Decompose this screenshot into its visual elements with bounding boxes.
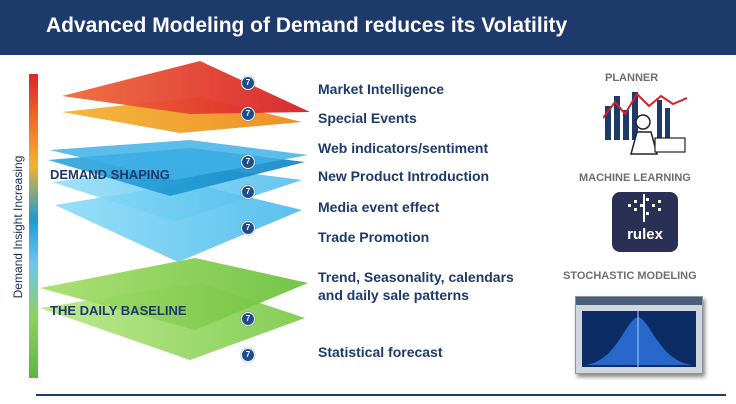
badge-icon: 7 (241, 312, 255, 326)
machine-learning-label: MACHINE LEARNING (579, 172, 691, 184)
rulex-logo: rulex (612, 192, 678, 252)
rulex-logo-text: rulex (627, 226, 663, 243)
rulex-pattern-icon (628, 194, 661, 222)
layer-trend (40, 258, 308, 330)
factor-new-product: New Product Introduction (318, 168, 490, 184)
factor-statistical-forecast: Statistical forecast (318, 344, 443, 360)
factor-trade-promotion: Trade Promotion (318, 229, 430, 245)
page-title: Advanced Modeling of Demand reduces its … (46, 14, 568, 37)
stochastic-modeling-label: STOCHASTIC MODELING (563, 270, 697, 282)
badge-icon: 7 (241, 76, 255, 90)
factor-trend-seasonality: Trend, Seasonality, calendars and daily … (318, 269, 514, 303)
planner-illustration-icon (603, 92, 688, 155)
section-daily-baseline: THE DAILY BASELINE (50, 303, 187, 318)
header-banner: Advanced Modeling of Demand reduces its … (0, 0, 736, 55)
factor-web-indicators: Web indicators/sentiment (318, 140, 489, 156)
stochastic-chart-thumbnail (575, 296, 703, 374)
section-demand-shaping: DEMAND SHAPING (50, 167, 170, 182)
badge-icon: 7 (241, 155, 255, 169)
badge-icon: 7 (241, 221, 255, 235)
factor-market-intelligence: Market Intelligence (318, 81, 445, 97)
badge-icon: 7 (241, 185, 255, 199)
factor-special-events: Special Events (318, 110, 417, 126)
badge-icon: 7 (241, 107, 255, 121)
badge-icon: 7 (241, 348, 255, 362)
planner-label: PLANNER (605, 72, 659, 84)
layer-web-indicators (50, 140, 308, 180)
insight-gradient-bar (29, 74, 38, 378)
bell-curve-icon (576, 297, 702, 367)
layer-special-events (62, 97, 302, 133)
factor-media-event: Media event effect (318, 199, 440, 215)
footer-divider (36, 394, 726, 396)
layer-market-intelligence (62, 61, 310, 114)
